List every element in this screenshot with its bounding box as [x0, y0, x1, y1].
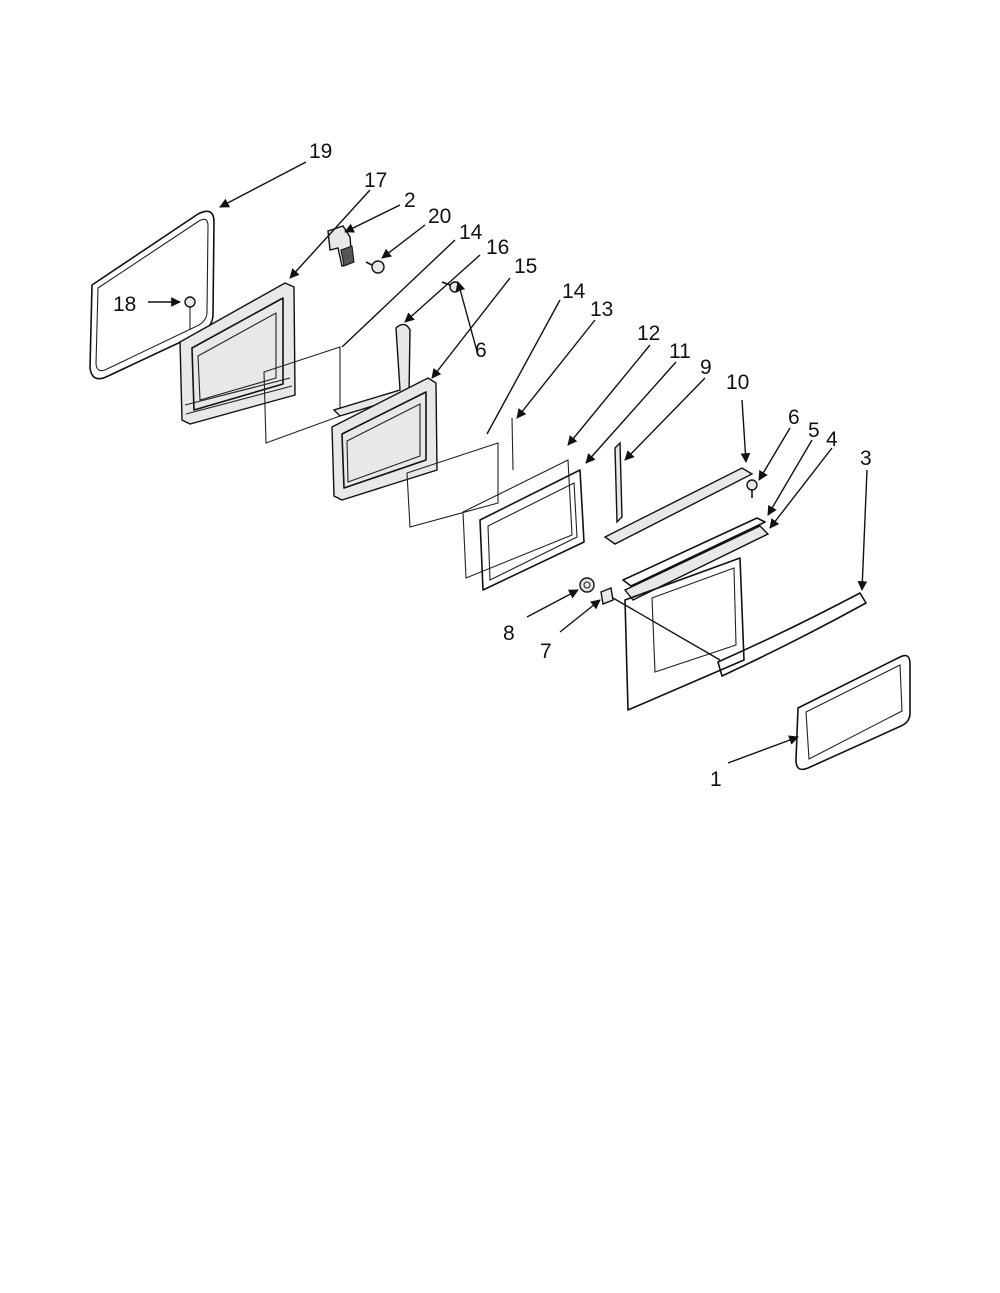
callout-1: 1 [710, 768, 722, 791]
callout-10: 10 [726, 371, 749, 394]
part-16-bracket [332, 323, 411, 417]
callout-9: 9 [700, 356, 712, 379]
part-14-glass-b [406, 442, 499, 528]
part-12-glass [462, 459, 573, 579]
callout-15: 15 [514, 255, 537, 278]
callout-labels: 19 17 2 20 14 16 15 18 6 14 13 12 11 9 1… [113, 140, 872, 791]
part-5-trim [622, 517, 766, 587]
part-18-clip [184, 296, 196, 330]
callout-8: 8 [503, 622, 515, 645]
part-10-trim [603, 467, 754, 545]
part-9-vent [614, 441, 623, 524]
part-8-bushing [579, 577, 595, 593]
callout-20: 20 [428, 205, 451, 228]
callout-12: 12 [637, 322, 660, 345]
callout-14-b: 14 [562, 280, 586, 303]
part-4-vent [623, 525, 770, 601]
part-11-frame [479, 469, 585, 591]
callout-4: 4 [826, 428, 838, 451]
callout-5: 5 [808, 419, 820, 442]
part-13-spacer [511, 417, 514, 471]
callout-3: 3 [860, 447, 872, 470]
callout-7: 7 [540, 640, 552, 663]
part-3-handle [717, 592, 867, 677]
callout-6-b: 6 [788, 406, 800, 429]
part-1-gasket [795, 654, 911, 771]
outer-door [624, 557, 745, 711]
callout-18: 18 [113, 293, 136, 316]
callout-16: 16 [486, 236, 509, 259]
part-20-screw [365, 260, 385, 274]
part-6-screw-b [746, 479, 758, 498]
callout-6-a: 6 [475, 339, 487, 362]
callout-17: 17 [364, 169, 387, 192]
callout-2: 2 [404, 189, 416, 212]
part-15-frame [331, 377, 438, 501]
leader-lines [148, 161, 868, 764]
callout-14-a: 14 [459, 221, 483, 244]
callout-19: 19 [309, 140, 332, 163]
callout-13: 13 [590, 298, 613, 321]
part-7-bracket [600, 587, 614, 605]
part-17-inner-door [179, 282, 296, 425]
callout-11: 11 [669, 340, 691, 363]
